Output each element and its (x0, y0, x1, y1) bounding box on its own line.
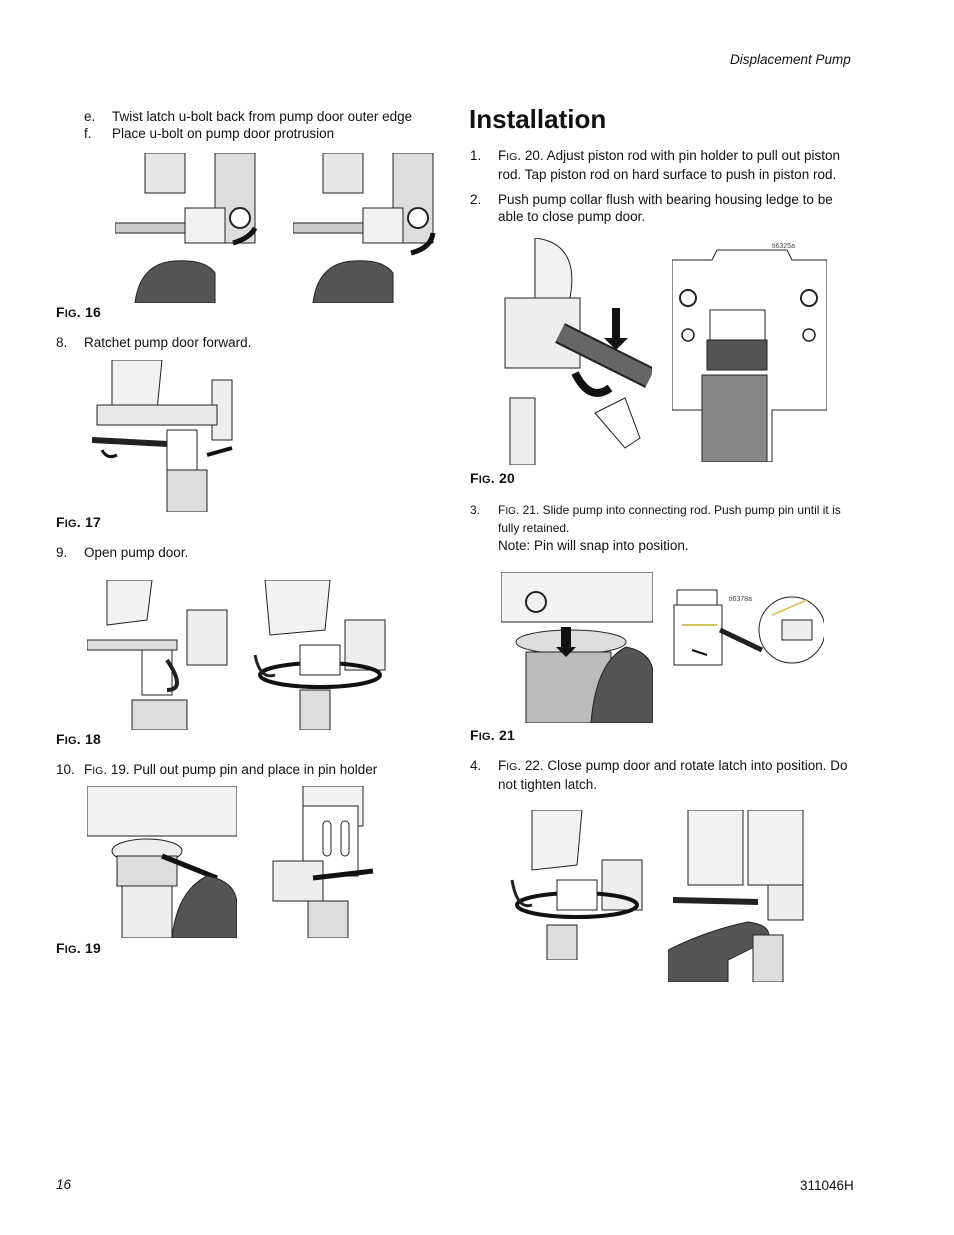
fig20-illustration-right (672, 240, 827, 462)
fig18-caption: FIG. 18 (56, 731, 101, 747)
fig21-caption: FIG. 21 (470, 727, 515, 743)
document-number: 311046H (800, 1178, 854, 1193)
fig17-caption: FIG. 17 (56, 514, 101, 530)
fig19-illustration-right (263, 786, 411, 938)
running-header: Displacement Pump (730, 52, 851, 67)
fig19-illustration-left (87, 786, 237, 938)
fig21-illustration-right (672, 585, 824, 667)
page-number: 16 (56, 1177, 72, 1192)
fig16-caption: FIG. 16 (56, 304, 101, 320)
fig17-illustration (87, 360, 237, 512)
fig16-illustration-left (115, 153, 267, 303)
fig20-illustration-left (500, 238, 652, 465)
fig21-tag: ti6378a (729, 596, 752, 603)
fig18-illustration-right (250, 580, 398, 730)
fig21-illustration-left (501, 572, 653, 723)
fig22-illustration-left (502, 810, 650, 960)
fig19-caption: FIG. 19 (56, 940, 101, 956)
section-title: Installation (469, 104, 607, 134)
fig20-tag: ti6325a (772, 243, 795, 250)
fig16-illustration-right (293, 153, 445, 303)
fig22-illustration-right (668, 810, 816, 982)
fig20-caption: FIG. 20 (470, 470, 515, 486)
fig18-illustration-left (87, 580, 235, 730)
